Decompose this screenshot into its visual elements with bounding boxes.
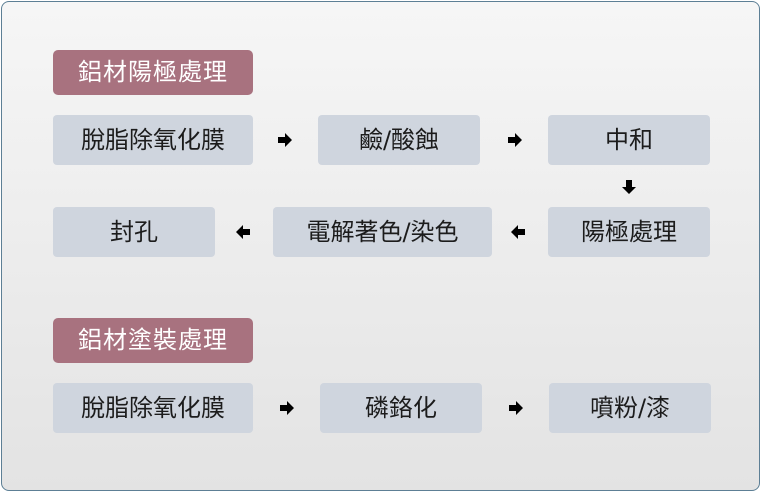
arrow-right-icon [277,132,293,148]
step-powder-paint: 噴粉/漆 [549,383,711,433]
section-title-anodizing: 鋁材陽極處理 [53,50,253,95]
arrow-right-icon [508,400,524,416]
arrow-right-icon [279,400,295,416]
step-degrease-2: 脫脂除氧化膜 [53,383,253,433]
step-alkali-acid-etch: 鹼/酸蝕 [318,115,480,165]
arrow-right-icon [507,132,523,148]
arrow-left-icon [510,224,526,240]
step-sealing: 封孔 [53,207,215,257]
section-title-coating: 鋁材塗裝處理 [53,318,253,363]
step-electrolytic-coloring: 電解著色/染色 [273,207,492,257]
step-anodizing: 陽極處理 [548,207,710,257]
step-degrease: 脫脂除氧化膜 [53,115,253,165]
step-neutralize: 中和 [548,115,710,165]
arrow-down-icon [621,179,637,195]
arrow-left-icon [235,224,251,240]
step-chromate: 磷鉻化 [320,383,482,433]
